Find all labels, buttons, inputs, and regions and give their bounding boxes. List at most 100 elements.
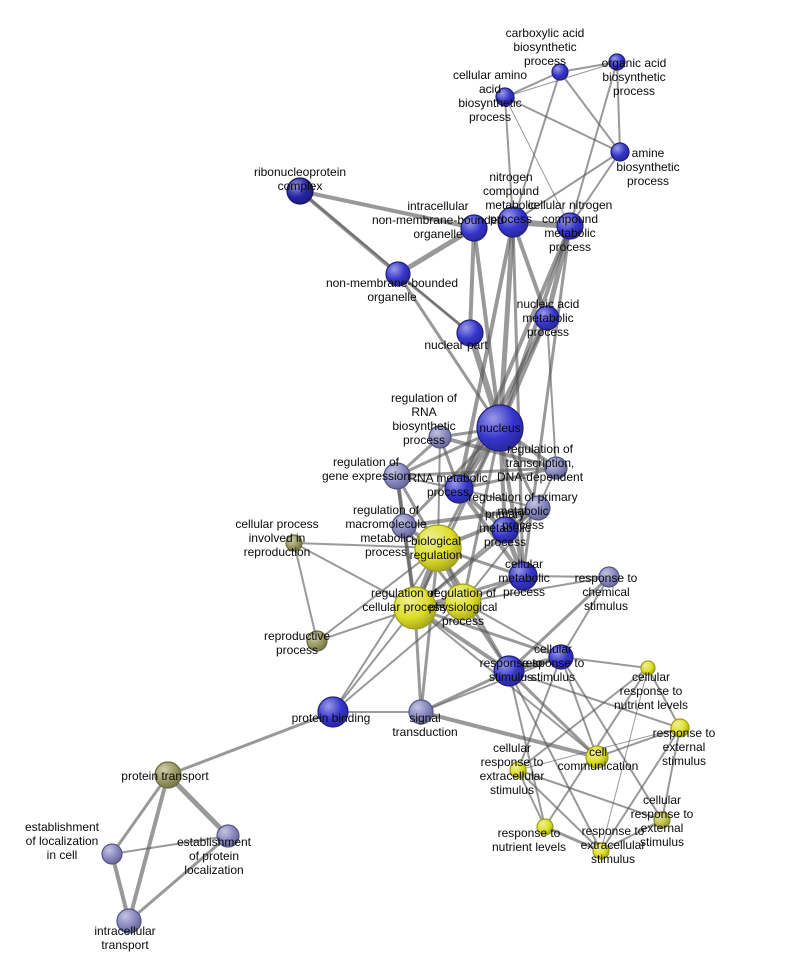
node-E2[interactable]: signal transduction <box>408 699 434 725</box>
node-D6[interactable]: cell communication <box>585 745 609 769</box>
graph-edge <box>616 61 621 153</box>
graph-edge <box>508 670 681 729</box>
node-A1[interactable]: carboxylic acid biosynthetic process <box>551 63 569 81</box>
node-A9[interactable]: non-membrane-bounded organelle <box>385 261 411 287</box>
graph-edge <box>560 576 610 658</box>
node-A5[interactable]: ribonucleoprotein complex <box>286 177 314 205</box>
graph-edge <box>298 189 476 230</box>
node-D7[interactable]: cellular response to extracellular stimu… <box>509 761 527 779</box>
node-label: protein binding <box>292 711 371 725</box>
graph-edge <box>543 825 603 853</box>
graph-edge <box>517 769 546 828</box>
graph-edge <box>419 710 599 759</box>
graph-edge <box>395 225 477 277</box>
node-B7[interactable]: regulation of macromolecule metabolic pr… <box>391 513 417 539</box>
node-A10[interactable]: nucleic acid metabolic process <box>534 305 560 331</box>
graph-edge <box>647 667 681 729</box>
graph-edge <box>504 96 621 153</box>
graph-edge <box>472 226 502 430</box>
node-B6[interactable]: regulation of primary metabolic process <box>525 495 551 521</box>
graph-edge <box>457 466 558 491</box>
node-A3[interactable]: cellular amino acid biosynthetic process <box>495 87 515 107</box>
node-B11[interactable]: regulation of cellular process <box>393 586 437 630</box>
node-B8[interactable]: biological regulation <box>414 524 462 572</box>
node-D5[interactable]: response to external stimulus <box>670 718 690 738</box>
node-B3[interactable]: regulation of transcription, DNA-depende… <box>544 456 568 480</box>
node-C2[interactable]: reproductive process <box>306 630 328 652</box>
node-A2[interactable]: organic acid biosynthetic process <box>608 53 626 71</box>
node-A11[interactable]: nuclear part <box>456 319 484 347</box>
node-E4[interactable]: establishment of localization in cell <box>101 843 123 865</box>
graph-edge <box>166 710 335 777</box>
graph-edge <box>332 601 464 713</box>
node-B9[interactable]: cellular metabolic process <box>508 561 538 591</box>
node-B12[interactable]: regulation of physiological process <box>444 583 482 621</box>
node-A4[interactable]: amine biosynthetic process <box>610 142 630 162</box>
node-B4[interactable]: regulation of gene expression <box>383 462 411 490</box>
node-B1[interactable]: regulation of RNA biosynthetic process <box>428 425 452 449</box>
graph-edge <box>517 769 663 821</box>
graph-edge <box>497 219 516 431</box>
graph-edge <box>600 819 663 852</box>
node-E1[interactable]: protein binding <box>317 696 349 728</box>
graph-edge <box>293 542 318 642</box>
node-B10[interactable]: primary metabolic process <box>491 516 519 544</box>
graph-edge <box>504 96 571 227</box>
node-A6[interactable]: nitrogen compound metabolic process <box>497 206 529 238</box>
graph-edge <box>293 542 439 549</box>
node-B5[interactable]: RNA metabolic process <box>444 474 474 504</box>
graph-edge <box>511 220 525 578</box>
graph-edge <box>560 656 663 821</box>
node-D9[interactable]: response to nutrient levels <box>536 818 554 836</box>
node-D3[interactable]: response to stimulus <box>493 655 525 687</box>
graph-edge <box>457 487 525 578</box>
graph-edge <box>127 834 230 923</box>
node-D10[interactable]: response to extracellular stimulus <box>592 842 610 860</box>
node-E3[interactable]: protein transport <box>154 761 182 789</box>
node-B2[interactable]: nucleus <box>476 404 524 452</box>
graph-edge <box>332 607 416 713</box>
graph-edge <box>316 547 439 642</box>
node-D4[interactable]: cellular response to nutrient levels <box>640 660 656 676</box>
graph-edge <box>438 435 558 470</box>
graph-edge <box>512 151 621 223</box>
graph-edge <box>396 272 502 430</box>
node-D2[interactable]: cellular response to stimulus <box>548 644 574 670</box>
graph-edge <box>600 727 681 852</box>
node-label: nucleus <box>479 421 520 435</box>
graph-edge <box>456 315 550 492</box>
node-D1[interactable]: response to chemical stimulus <box>598 566 620 588</box>
node-E6[interactable]: intracellular transport <box>116 908 142 934</box>
node-C1[interactable]: cellular process involved in reproductio… <box>285 534 303 552</box>
graph-edge <box>111 835 229 855</box>
graph-edge <box>419 546 440 714</box>
node-A7[interactable]: intracellular non-membrane-bounded organ… <box>460 214 488 242</box>
node-A8[interactable]: cellular nitrogen compound metabolic pro… <box>556 212 584 240</box>
node-D8[interactable]: cellular response to external stimulus <box>653 811 671 829</box>
graph-edge <box>395 466 558 478</box>
graph-edge <box>507 575 611 673</box>
graph-edge <box>600 667 649 852</box>
node-E5[interactable]: establishment of protein localization <box>216 824 240 848</box>
